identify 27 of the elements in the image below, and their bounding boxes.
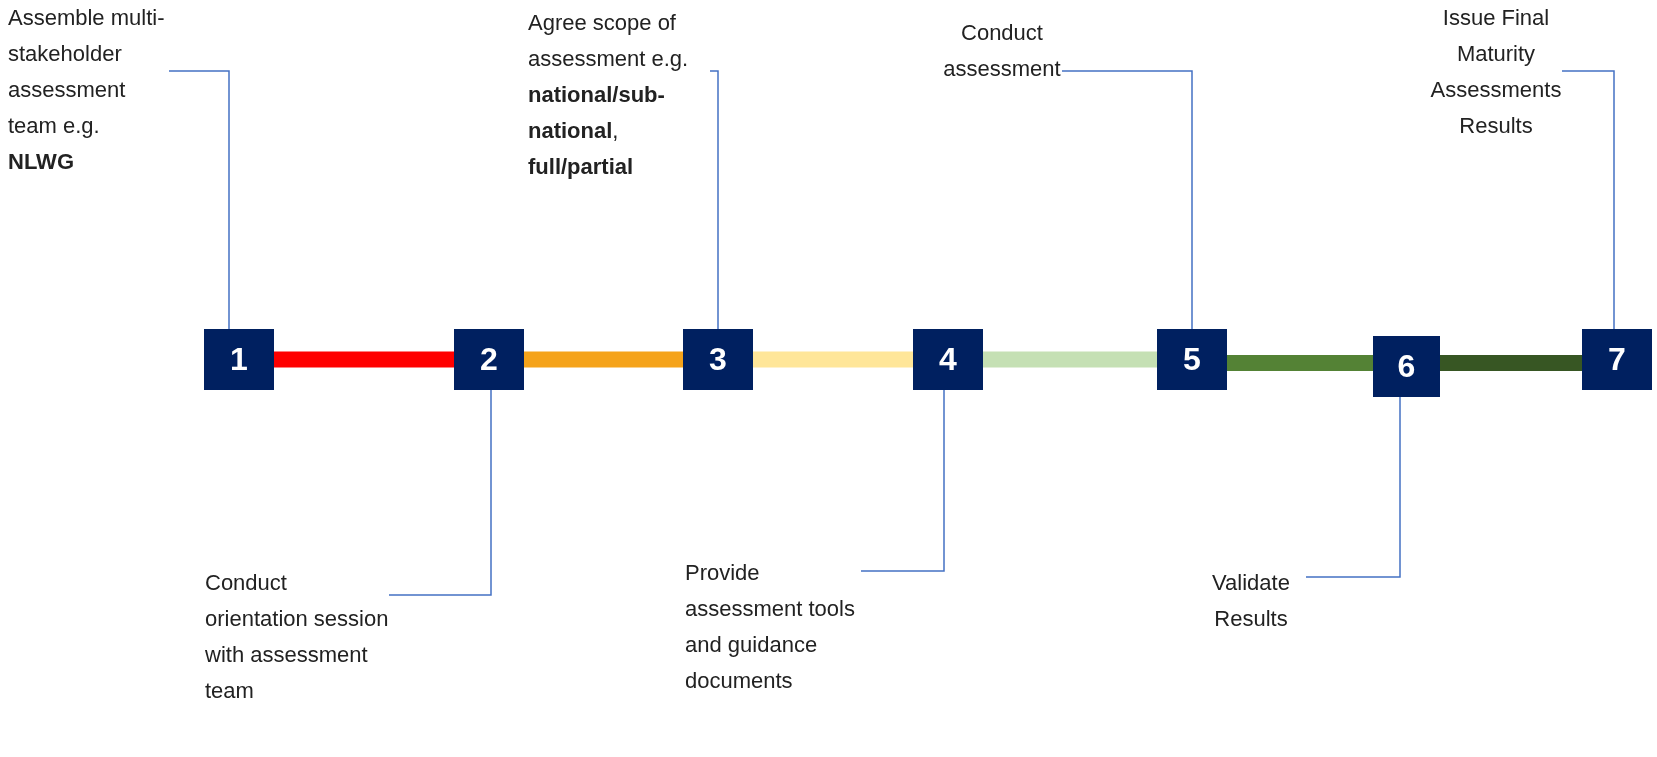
step-description: Validate Results (1196, 565, 1306, 637)
leader-line (860, 389, 945, 572)
step-number-box: 4 (913, 329, 983, 390)
step-number-box: 6 (1373, 336, 1440, 397)
step-description: Assemble multi-stakeholder assessment team e.g. NLWG (8, 0, 169, 180)
timeline-bar (524, 351, 683, 368)
step-number-box: 3 (683, 329, 753, 390)
step-description: Issue Final Maturity Assessments Results (1430, 0, 1562, 144)
step-number-box: 5 (1157, 329, 1227, 390)
leader-line (168, 70, 230, 330)
step-description: Provide assessment tools and guidance documents (685, 555, 861, 699)
leader-line (1561, 70, 1615, 330)
leader-line (1305, 396, 1401, 578)
step-description: Conduct assessment (942, 15, 1062, 87)
timeline-bar (1440, 355, 1582, 371)
step-number-box: 1 (204, 329, 274, 390)
step-description: Agree scope of assessment e.g. national/sub-national, full/partial (528, 5, 710, 185)
timeline-bar (1227, 355, 1373, 371)
timeline-bar (274, 351, 454, 368)
step-description: Conduct orientation session with assessment team (205, 565, 389, 709)
timeline-bar (983, 351, 1157, 368)
leader-line (1061, 70, 1193, 330)
step-number-box: 2 (454, 329, 524, 390)
leader-line (709, 70, 719, 330)
leader-line (388, 389, 492, 596)
timeline-bar (753, 351, 913, 368)
step-number-box: 7 (1582, 329, 1652, 390)
